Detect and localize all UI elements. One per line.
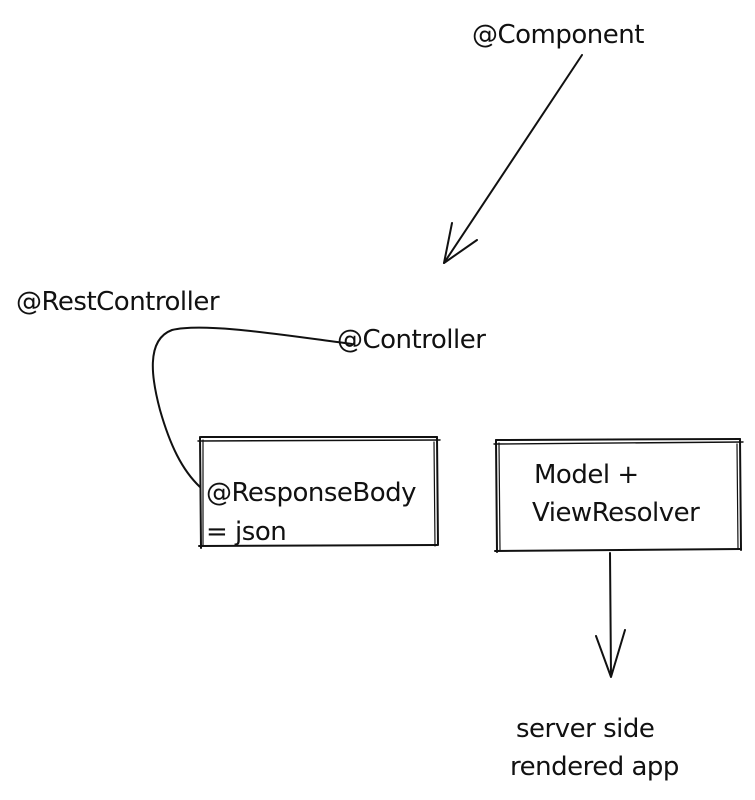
component-to-controller-arrow <box>443 54 583 264</box>
model-viewresolver-box <box>493 438 744 553</box>
server-side-line1: server side <box>516 714 655 744</box>
viewresolver-arrowhead <box>595 629 626 678</box>
viewresolver-to-server-arrow <box>609 552 612 677</box>
responsebody-line2: = json <box>206 517 287 547</box>
server-side-line2: rendered app <box>510 752 679 782</box>
controller-label: @Controller <box>337 325 486 355</box>
component-arrowhead <box>443 222 478 264</box>
component-label: @Component <box>472 20 644 50</box>
rest-controller-label: @RestController <box>16 287 220 317</box>
responsebody-box <box>197 436 441 549</box>
responsebody-line1: @ResponseBody <box>206 478 417 508</box>
controller-to-responsebody-curve <box>151 326 353 488</box>
model-viewresolver-line2: ViewResolver <box>532 498 700 528</box>
model-viewresolver-line1: Model + <box>534 460 639 490</box>
